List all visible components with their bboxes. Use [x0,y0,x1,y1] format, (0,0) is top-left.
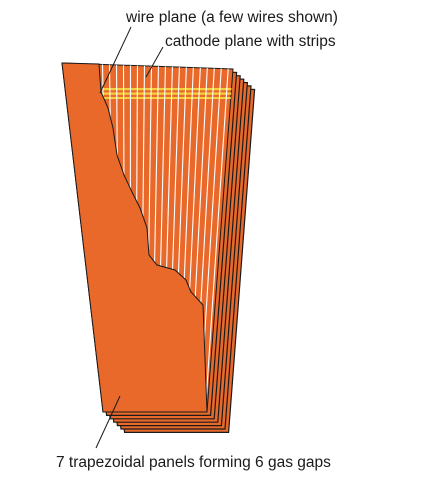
cathode-strip [62,88,233,91]
cathode-plane-label: cathode plane with strips [165,33,336,50]
cathode-strip [62,92,233,95]
front-panel [61,62,234,413]
panels-label: 7 trapezoidal panels forming 6 gas gaps [56,454,331,471]
wire [204,63,230,412]
panels-callout [95,395,121,449]
cathode-plane-callout [145,46,164,78]
cathode-strips [62,88,233,99]
cutaway-cover [61,62,208,413]
wire-plane-callout [99,26,132,94]
wire-plane-label: wire plane (a few wires shown) [125,9,338,26]
cathode-strip [62,97,233,99]
